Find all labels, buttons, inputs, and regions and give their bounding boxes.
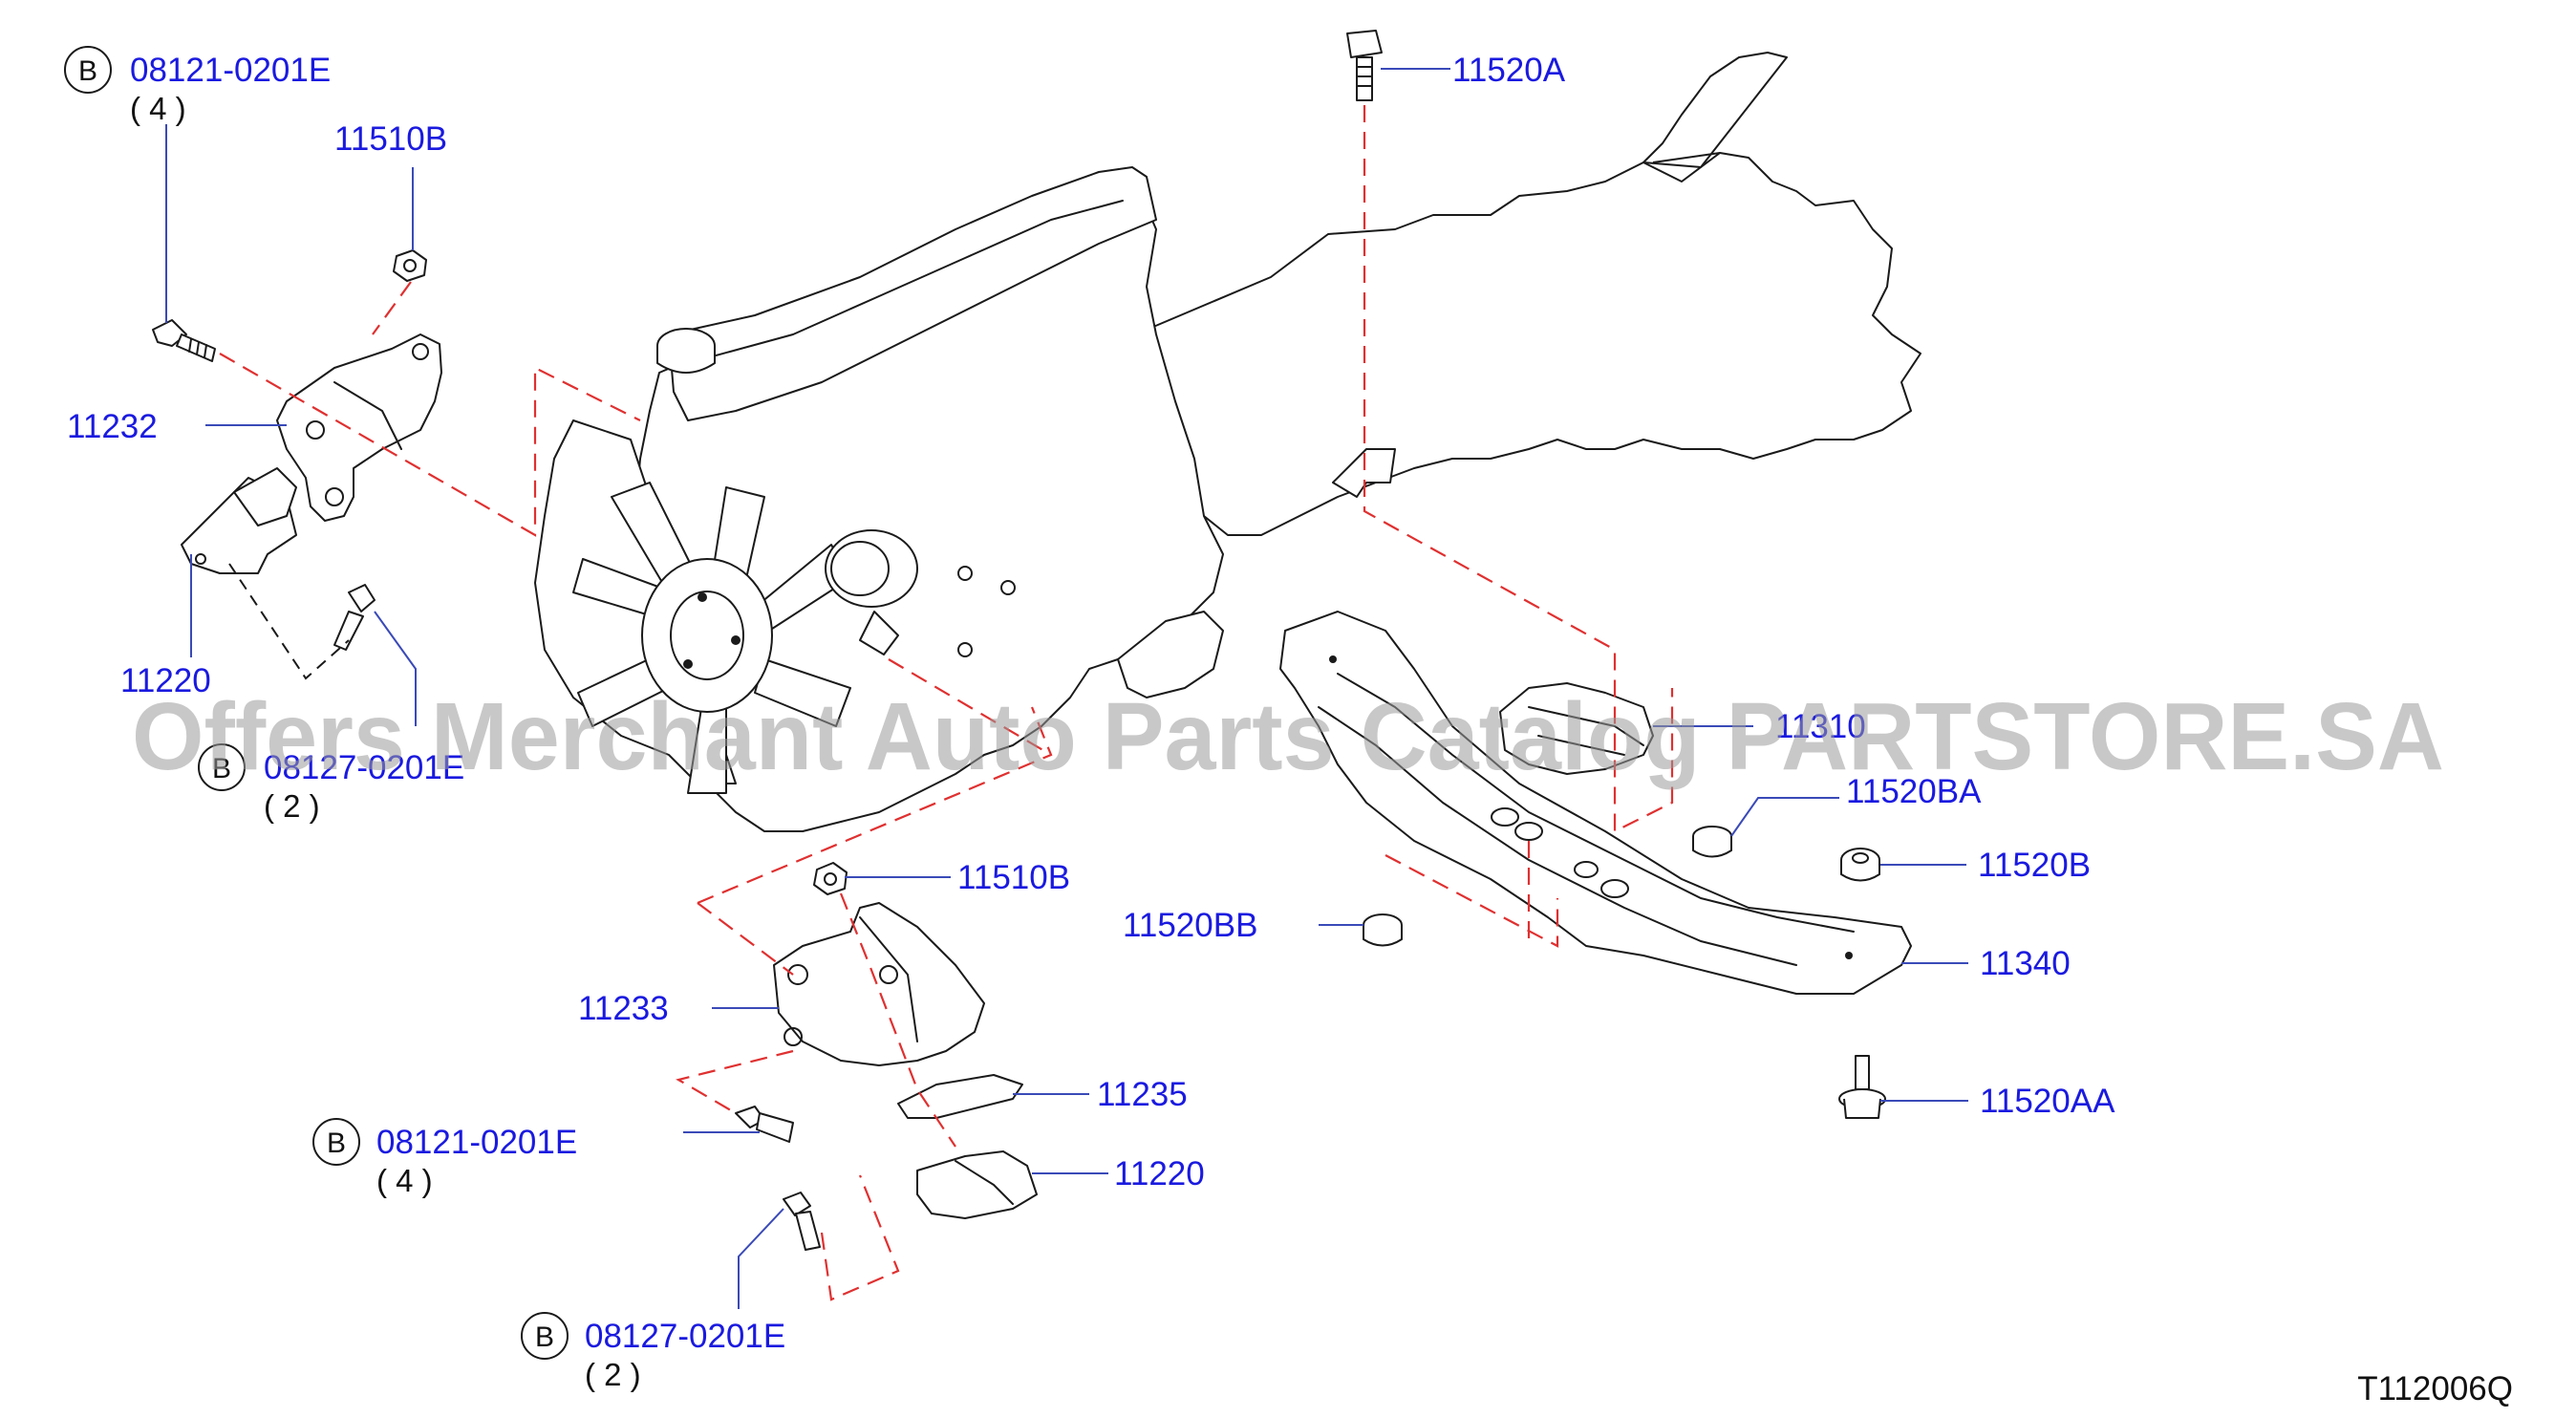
label-11235[interactable]: 11235 <box>1097 1076 1188 1113</box>
insulator-11220-right <box>916 1150 1038 1219</box>
label-11520bb[interactable]: 11520BB <box>1123 907 1257 944</box>
assembly-guide-lines <box>219 105 1674 1301</box>
front-mount-bracket-11232 <box>276 333 442 522</box>
nut-11520bb <box>1363 913 1403 947</box>
nut-11510b-mid <box>813 862 848 895</box>
badge-letter: B <box>327 1128 346 1159</box>
alternator <box>825 529 918 655</box>
insulator-11220-left <box>181 467 297 574</box>
crossmember <box>1279 611 1912 995</box>
label-11220-right[interactable]: 11220 <box>1114 1155 1205 1192</box>
bolt-callout-lower-1: B 08121-0201E ( 4 ) <box>312 1118 577 1198</box>
bolt-callout-lower-2: B 08127-0201E ( 2 ) <box>521 1312 785 1392</box>
label-11220-left[interactable]: 11220 <box>120 662 211 699</box>
part-number[interactable]: 08121-0201E <box>130 52 331 89</box>
stopper-11235 <box>897 1074 1023 1119</box>
part-number[interactable]: 08121-0201E <box>376 1124 577 1161</box>
bolt-11520aa <box>1838 1055 1886 1119</box>
bolt-11520a <box>1346 30 1383 101</box>
label-11232[interactable]: 11232 <box>67 408 158 445</box>
b-badge-icon <box>312 1118 360 1166</box>
part-number[interactable]: 08127-0201E <box>585 1318 785 1355</box>
transmission-mount-pad <box>1332 448 1396 498</box>
figure-code: T112006Q <box>2357 1370 2513 1407</box>
rear-engine-mount <box>1499 682 1654 775</box>
b-badge-icon <box>64 46 112 94</box>
label-11510b-top[interactable]: 11510B <box>334 120 447 158</box>
part-quantity: ( 2 ) <box>264 788 320 824</box>
badge-letter: B <box>78 55 97 87</box>
b-badge-icon <box>198 743 246 791</box>
label-11520b[interactable]: 11520B <box>1978 847 2091 884</box>
b-badge-icon <box>521 1312 569 1360</box>
nut-11520ba <box>1692 826 1732 858</box>
part-quantity: ( 2 ) <box>585 1357 641 1392</box>
watermark: Offers Merchant Auto Parts Catalog PARTS… <box>132 683 2444 790</box>
label-11340[interactable]: 11340 <box>1980 945 2071 982</box>
leader-lines <box>165 68 1968 1309</box>
bolt-callout-mid-left: B 08127-0201E ( 2 ) <box>198 743 464 824</box>
nut-11520b <box>1840 848 1880 882</box>
label-11520aa[interactable]: 11520AA <box>1980 1083 2115 1120</box>
label-11520a[interactable]: 11520A <box>1452 52 1566 89</box>
label-11310[interactable]: 11310 <box>1775 708 1866 745</box>
engine-transmission-assembly <box>534 52 1921 832</box>
bolt-08127-mid <box>333 584 376 651</box>
label-11233[interactable]: 11233 <box>578 990 669 1027</box>
front-mount-bracket-11233 <box>773 902 985 1066</box>
badge-letter: B <box>212 753 231 784</box>
part-number[interactable]: 08127-0201E <box>264 749 464 786</box>
bolt-08121-top <box>152 319 216 362</box>
part-quantity: ( 4 ) <box>376 1163 433 1198</box>
label-11510b-mid[interactable]: 11510B <box>957 859 1070 896</box>
nut-11510b-top <box>393 249 427 282</box>
bolt-08121-lower <box>735 1106 794 1143</box>
part-quantity: ( 4 ) <box>130 91 186 126</box>
bolt-callout-top-left: B 08121-0201E ( 4 ) <box>64 46 331 126</box>
cooling-fan <box>572 482 851 794</box>
bolt-08127-lower <box>783 1192 821 1251</box>
badge-letter: B <box>535 1321 554 1353</box>
label-11520ba[interactable]: 11520BA <box>1846 773 1982 810</box>
